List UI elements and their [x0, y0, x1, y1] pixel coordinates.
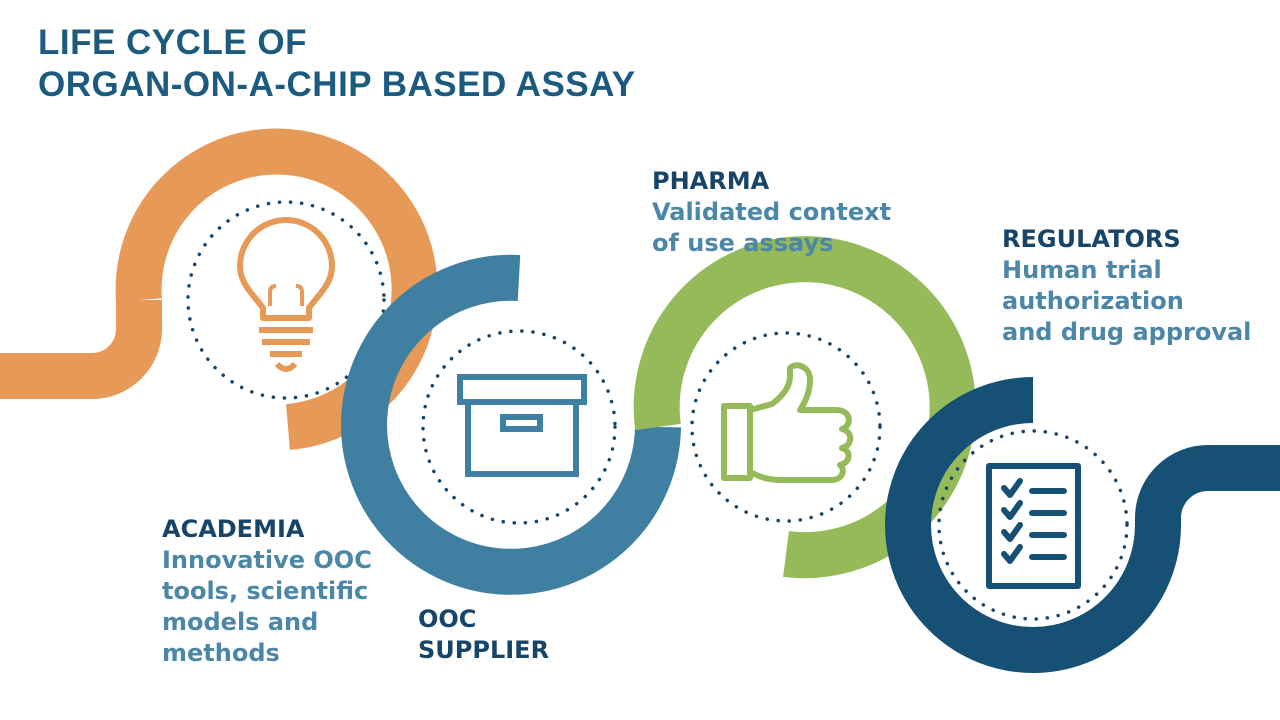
regulators-ring	[885, 377, 1181, 673]
title-line-1: LIFE CYCLE OF	[38, 23, 307, 62]
lightbulb-icon	[237, 217, 335, 372]
pharma-name: PHARMA	[652, 167, 770, 195]
academia-desc-line-4: methods	[162, 639, 280, 667]
checklist-icon	[986, 463, 1081, 589]
thumbs-up-icon	[721, 362, 854, 483]
pharma-label: PHARMA Validated context of use assays	[652, 166, 891, 259]
regulators-dotted-circle	[937, 429, 1129, 621]
academia-dotted-circle	[186, 200, 386, 400]
regulators-name: REGULATORS	[1002, 225, 1181, 253]
supplier-ring	[341, 254, 681, 595]
supplier-stage	[341, 254, 681, 595]
supplier-label: OOC SUPPLIER	[418, 604, 549, 666]
supplier-dotted-circle	[421, 329, 617, 525]
academia-label: ACADEMIA Innovative OOC tools, scientifi…	[162, 514, 372, 669]
regulators-desc-line-2: authorization	[1002, 287, 1184, 315]
supplier-name-line-2: SUPPLIER	[418, 636, 550, 664]
academia-desc-line-1: Innovative OOC	[162, 546, 372, 574]
regulators-stage	[885, 377, 1280, 673]
academia-desc-line-3: models and	[162, 608, 319, 636]
pharma-desc-line-2: of use assays	[652, 229, 834, 257]
regulators-desc-line-1: Human trial	[1002, 256, 1162, 284]
page-title: LIFE CYCLE OF ORGAN-ON-A-CHIP BASED ASSA…	[38, 22, 636, 106]
pharma-desc-line-1: Validated context	[652, 198, 892, 226]
regulators-label: REGULATORS Human trial authorization and…	[1002, 224, 1251, 348]
pharma-dotted-circle	[690, 331, 882, 523]
academia-name: ACADEMIA	[162, 515, 305, 543]
regulators-desc-line-3: and drug approval	[1002, 318, 1252, 346]
academia-tail	[0, 300, 162, 399]
supplier-name-line-1: OOC	[418, 605, 477, 633]
academia-desc-line-2: tools, scientific	[162, 577, 369, 605]
regulators-tail	[1135, 445, 1280, 525]
title-line-2: ORGAN-ON-A-CHIP BASED ASSAY	[38, 65, 636, 104]
archive-box-icon	[457, 374, 587, 477]
